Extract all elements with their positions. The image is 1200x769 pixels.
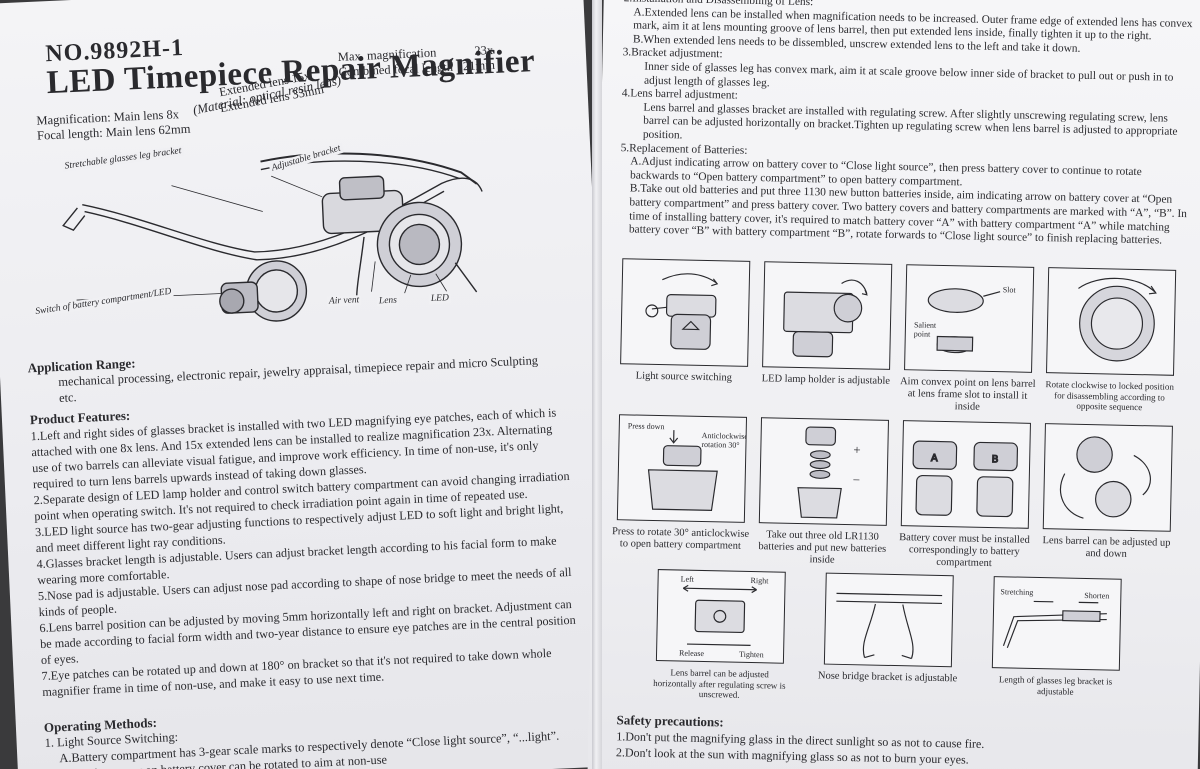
diagram-cell: Slot Salient point Aim convex point on l… (900, 264, 1036, 415)
diagram-row-1: Light source switching LED lamp holder i… (619, 258, 1177, 418)
led-holder-drawing (783, 279, 868, 358)
main-lens-specs: Magnification: Main lens 8x Focal length… (36, 107, 191, 144)
max-mag-value: 23x (473, 42, 494, 58)
diagram-cell: Lens barrel can be adjusted up and down (1042, 423, 1173, 574)
caption: Length of glasses leg bracket is adjusta… (998, 674, 1113, 697)
label-plus: + (853, 442, 861, 458)
caption: Aim convex point on lens barrel at lens … (899, 376, 1036, 413)
diagram-cell: + − Take out three old LR1130 batteries … (758, 417, 889, 568)
diagram-batteries: + − (758, 417, 889, 526)
rotate-lock-drawing (1078, 277, 1157, 362)
label-salient-point: Salient point (913, 320, 937, 339)
caption: Light source switching (635, 370, 733, 384)
leg-length-drawing (1002, 600, 1107, 649)
label-press-down: Press down (627, 421, 665, 432)
product-features: Product Features: 1.Left and right sides… (30, 388, 583, 700)
horizontal-adjust-drawing (682, 584, 757, 646)
operating-methods: Operating Methods: 1. Light Source Switc… (44, 695, 586, 769)
light-switch-drawing (645, 273, 719, 350)
diagram-cell: LED lamp holder is adjustable (761, 261, 893, 412)
caption: Take out three old LR1130 batteries and … (758, 529, 887, 566)
label-minus: − (852, 472, 861, 488)
svg-text:B: B (992, 454, 999, 465)
instruction-line: B.Take out old batteries and put three 1… (628, 182, 1188, 247)
label-release: Release (678, 648, 705, 659)
caption: Rotate clockwise to locked position for … (1045, 379, 1175, 413)
installation-instructions: 2.Installation and Disassembling of Lens… (619, 0, 1194, 249)
caption: Battery cover must be installed correspo… (899, 532, 1030, 570)
caption: Lens barrel can be adjusted horizontally… (653, 667, 786, 700)
diagram-light-switching (620, 258, 751, 367)
diagram-row-2: Press down Anticlockwise rotation 30° Pr… (612, 414, 1173, 574)
label-shorten: Shorten (1084, 590, 1110, 601)
diagram-leg-length: Stretching Shorten (991, 576, 1122, 671)
diagram-press-rotate: Press down Anticlockwise rotation 30° (616, 414, 748, 523)
batteries-drawing (797, 426, 842, 519)
combined-focal-value: 21mm (462, 57, 496, 74)
label-slot: Slot (1002, 285, 1016, 295)
caption: Nose bridge bracket is adjustable (817, 670, 958, 685)
diagram-convex-point: Slot Salient point (904, 264, 1035, 373)
magnifier-illustration: Stretchable glasses leg bracket Adjustab… (20, 129, 549, 352)
label-tighten: Tighten (738, 649, 764, 660)
magnifier-drawing (62, 152, 483, 322)
diagram-rotate-lock (1046, 267, 1177, 376)
caption: Lens barrel can be adjusted up and down (1042, 535, 1171, 560)
label-right: Right (750, 576, 769, 586)
diagram-cell: Stretching Shorten Length of glasses leg… (991, 576, 1122, 708)
label-stretching: Stretching (1000, 587, 1034, 597)
diagram-cell: Press down Anticlockwise rotation 30° Pr… (612, 414, 749, 565)
label-anticlockwise: Anticlockwise rotation 30° (701, 430, 748, 450)
callout-air-vent: Air vent (326, 295, 362, 307)
nose-bridge-drawing (836, 592, 943, 660)
diagram-cell: Nose bridge bracket is adjustable (818, 572, 957, 705)
diagram-cell: Left Right Release Tighten Lens barrel c… (653, 569, 786, 701)
diagram-cell: Light source switching (619, 258, 751, 409)
diagram-horizontal-adjust: Left Right Release Tighten (655, 569, 786, 664)
page-fold (592, 0, 602, 769)
label-left: Left (680, 574, 695, 584)
diagram-row-3: Left Right Release Tighten Lens barrel c… (653, 569, 1122, 708)
svg-text:A: A (931, 453, 938, 464)
diagram-nose-bridge (823, 572, 954, 668)
press-rotate-drawing (647, 430, 718, 511)
callout-lens: Lens (376, 295, 400, 307)
caption: Press to rotate 30° anticlockwise to ope… (611, 526, 750, 552)
callout-led: LED (428, 293, 452, 305)
diagram-lens-up-down (1042, 423, 1173, 532)
diagram-cell: Rotate clockwise to locked position for … (1045, 267, 1177, 418)
diagram-led-holder (762, 261, 893, 370)
lens-up-down-drawing (1060, 436, 1151, 519)
right-page: 2.Installation and Disassembling of Lens… (587, 0, 1200, 769)
safety-precautions: Safety precautions: 1.Don't put the magn… (616, 712, 1177, 769)
convex-point-drawing (927, 288, 1001, 354)
caption: LED lamp holder is adjustable (761, 373, 891, 387)
left-page: NO.9892H-1 LED Timepiece Repair Magnifie… (0, 0, 619, 769)
